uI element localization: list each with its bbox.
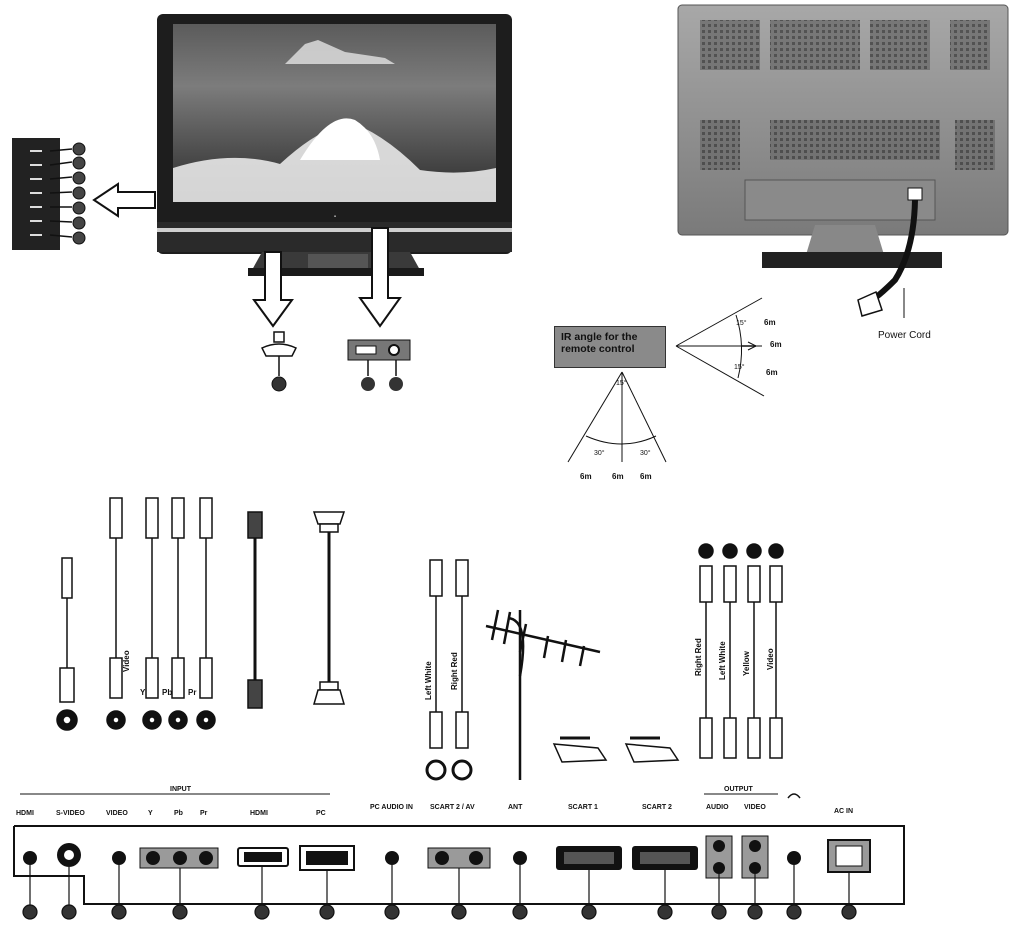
distance-v-left: 6m — [580, 472, 592, 481]
distance-v-right: 6m — [640, 472, 652, 481]
ir-box-line2: remote control — [561, 343, 635, 355]
callouts — [22, 865, 857, 920]
panel-label-1: S-VIDEO — [56, 810, 85, 817]
component-pb: Pb — [162, 688, 173, 697]
panel-label-12: SCART 2 — [642, 804, 672, 811]
svg-text:▪: ▪ — [334, 214, 336, 220]
antenna — [485, 609, 601, 780]
power-cord-label: Power Cord — [878, 330, 931, 341]
distance-top: 6m — [764, 318, 776, 327]
ir-box-line1: IR angle for the — [561, 331, 638, 343]
cable-label-left-white: Left White — [424, 661, 433, 700]
cable-label-right-red: Right Red — [450, 652, 459, 690]
panel-label-3: Y — [148, 810, 153, 817]
port-video — [112, 851, 126, 865]
scart-plugs — [552, 736, 680, 763]
arrow-to-side-panel — [92, 182, 156, 218]
panel-label-8: PC AUDIO IN — [370, 804, 413, 811]
panel-label-0: HDMI — [16, 810, 34, 817]
angle-h-bottom: 15° — [734, 364, 745, 371]
port-pc-audio — [385, 851, 399, 865]
component-y: Y — [140, 688, 146, 697]
panel-label-2: VIDEO — [106, 810, 128, 817]
tv-rear — [677, 4, 1009, 268]
ir-angle-vertical — [567, 371, 667, 463]
side-control-panel — [12, 138, 86, 250]
panel-label-5: Pr — [200, 810, 208, 817]
panel-group-output: OUTPUT — [724, 786, 753, 793]
ir-sensor-detail — [260, 331, 298, 392]
cable-output-rca — [698, 543, 784, 759]
angle-h-top: 15° — [736, 320, 747, 327]
cable-label-video-2: Video — [766, 648, 775, 670]
panel-label-14: VIDEO — [744, 804, 766, 811]
panel-label-9: SCART 2 / AV — [430, 804, 475, 811]
panel-label-7: PC — [316, 810, 326, 817]
arrow-down-right — [358, 227, 402, 328]
power-indicator-detail — [347, 339, 411, 391]
cable-hdmi — [247, 511, 263, 709]
power-cord — [857, 187, 923, 318]
cable-svideo — [56, 557, 78, 731]
panel-label-6: HDMI — [250, 810, 268, 817]
tv-front: ▪ — [157, 14, 512, 276]
cable-label-right-red-2: Right Red — [694, 638, 703, 676]
cable-label-left-white-2: Left White — [718, 641, 727, 680]
cable-label-video: Video — [122, 650, 131, 672]
distance-v-mid: 6m — [612, 472, 624, 481]
angle-v-right: 30° — [640, 450, 651, 457]
distance-bottom: 6m — [766, 368, 778, 377]
port-headphone — [787, 851, 801, 865]
panel-label-15: AC IN — [834, 808, 854, 815]
angle-v-top: 15° — [616, 380, 627, 387]
arrow-down-left — [252, 251, 294, 328]
cable-vga — [312, 511, 346, 705]
component-pr: Pr — [188, 688, 197, 697]
distance-mid: 6m — [770, 340, 782, 349]
panel-label-4: Pb — [174, 810, 183, 817]
cable-label-yellow: Yellow — [742, 651, 751, 676]
ir-angle-label-box: IR angle for the remote control — [554, 326, 666, 368]
port-hdmi-audio — [23, 851, 37, 865]
panel-label-10: ANT — [508, 804, 523, 811]
angle-v-left: 30° — [594, 450, 605, 457]
panel-group-input: INPUT — [170, 786, 191, 793]
panel-label-13: AUDIO — [706, 804, 729, 811]
ir-angle-horizontal — [675, 297, 765, 397]
panel-label-11: SCART 1 — [568, 804, 598, 811]
cable-audio-lr — [425, 559, 473, 781]
port-antenna — [513, 851, 527, 865]
cable-video-component — [106, 497, 216, 730]
